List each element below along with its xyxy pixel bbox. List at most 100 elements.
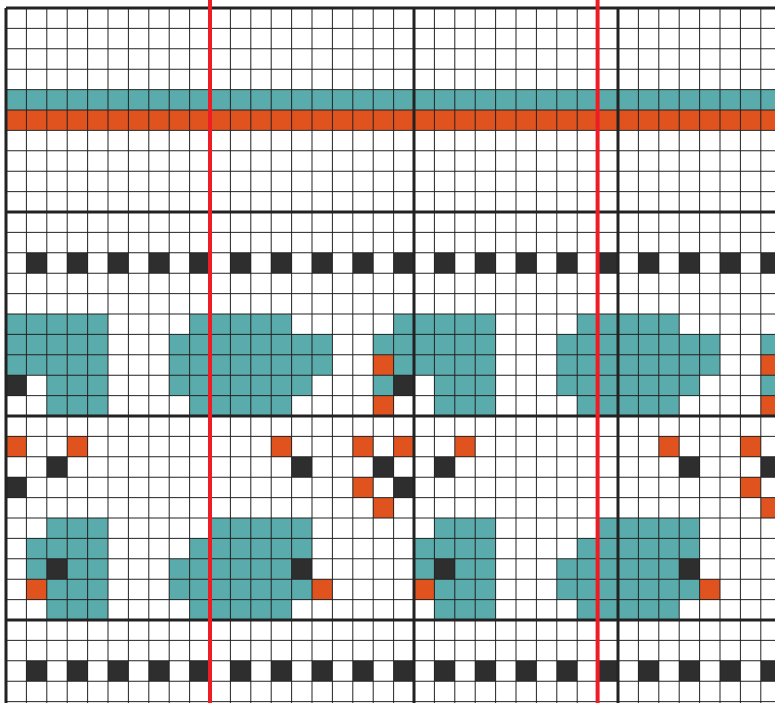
teal-stitch [638,375,658,395]
teal-stitch [598,396,618,416]
dark-stitch [230,661,250,681]
teal-stitch [47,90,67,110]
teal-stitch [577,579,597,599]
teal-stitch [292,518,312,538]
teal-stitch [577,600,597,620]
orange-stitch [169,110,189,130]
teal-stitch [210,396,230,416]
teal-stitch [434,518,454,538]
teal-stitch [67,375,87,395]
teal-stitch [598,334,618,354]
teal-stitch [190,355,210,375]
teal-stitch [659,355,679,375]
teal-stitch [475,579,495,599]
teal-stitch [394,334,414,354]
teal-stitch [598,579,618,599]
orange-stitch [618,110,638,130]
teal-stitch [210,538,230,558]
teal-stitch [700,90,720,110]
teal-stitch [638,314,658,334]
teal-stitch [230,314,250,334]
teal-stitch [169,375,189,395]
teal-stitch [700,334,720,354]
teal-stitch [230,355,250,375]
orange-stitch [88,110,108,130]
teal-stitch [230,375,250,395]
teal-stitch [6,334,26,354]
orange-stitch [312,579,332,599]
orange-stitch [761,498,775,518]
teal-stitch [67,355,87,375]
teal-stitch [251,559,271,579]
dark-stitch [108,661,128,681]
teal-stitch [598,518,618,538]
dark-stitch [598,253,618,273]
teal-stitch [67,518,87,538]
teal-stitch [557,375,577,395]
teal-stitch [210,375,230,395]
orange-stitch [740,436,760,456]
teal-stitch [67,600,87,620]
teal-stitch [557,579,577,599]
teal-stitch [251,600,271,620]
dark-stitch [190,253,210,273]
teal-stitch [414,559,434,579]
dark-stitch [353,661,373,681]
teal-stitch [292,579,312,599]
dark-stitch [271,661,291,681]
teal-stitch [659,334,679,354]
teal-stitch [47,314,67,334]
teal-stitch [251,314,271,334]
teal-stitch [577,334,597,354]
teal-stitch [414,538,434,558]
dark-stitch [557,253,577,273]
teal-stitch [190,600,210,620]
orange-stitch [353,110,373,130]
dark-stitch [679,559,699,579]
dark-stitch [26,253,46,273]
teal-stitch [169,355,189,375]
orange-stitch [67,436,87,456]
teal-stitch [638,518,658,538]
teal-stitch [414,90,434,110]
teal-stitch [88,559,108,579]
teal-stitch [659,314,679,334]
dark-stitch [230,253,250,273]
teal-stitch [455,559,475,579]
orange-stitch [271,436,291,456]
teal-stitch [251,334,271,354]
teal-stitch [434,375,454,395]
teal-stitch [434,579,454,599]
dark-stitch [292,559,312,579]
teal-stitch [88,90,108,110]
teal-stitch [618,375,638,395]
teal-stitch [638,334,658,354]
dark-stitch [47,559,67,579]
orange-stitch [6,436,26,456]
teal-stitch [6,355,26,375]
orange-stitch [251,110,271,130]
orange-stitch [475,110,495,130]
teal-stitch [394,314,414,334]
teal-stitch [128,90,148,110]
orange-stitch [761,355,775,375]
teal-stitch [47,334,67,354]
teal-stitch [679,538,699,558]
teal-stitch [638,579,658,599]
teal-stitch [434,90,454,110]
orange-stitch [190,110,210,130]
teal-stitch [230,559,250,579]
teal-stitch [271,518,291,538]
teal-stitch [679,579,699,599]
teal-stitch [455,600,475,620]
teal-stitch [598,600,618,620]
teal-stitch [394,90,414,110]
teal-stitch [557,559,577,579]
teal-stitch [292,334,312,354]
teal-stitch [434,355,454,375]
teal-stitch [618,600,638,620]
teal-stitch [169,579,189,599]
teal-stitch [190,334,210,354]
teal-stitch [47,375,67,395]
teal-stitch [190,375,210,395]
